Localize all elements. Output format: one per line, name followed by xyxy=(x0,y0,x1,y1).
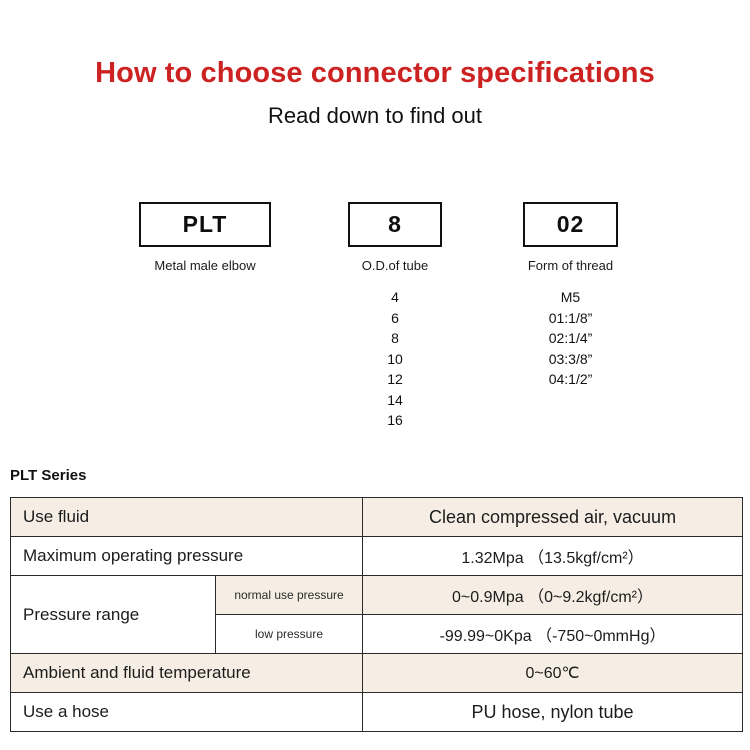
table-row: Pressure range normal use pressure 0~0.9… xyxy=(10,575,744,654)
spec-label: Use a hose xyxy=(9,692,364,732)
table-row: low pressure -99.99~0Kpa （-750~0mmHg） xyxy=(11,614,744,654)
code-option: 02:1/4” xyxy=(548,330,593,346)
code-group-tube: 8 O.D.of tube 4 6 8 10 12 14 16 xyxy=(348,202,442,431)
code-option: 03:3/8” xyxy=(548,350,593,367)
code-option: 04:1/2” xyxy=(548,371,593,387)
code-box-tube: 8 xyxy=(348,202,442,247)
table-row: Use a hose PU hose, nylon tube xyxy=(9,692,744,732)
spec-section-title: PLT Series xyxy=(10,467,87,484)
code-breakdown-diagram: PLT Metal male elbow 8 O.D.of tube 4 6 8… xyxy=(139,202,618,431)
spec-value: Clean compressed air, vacuum xyxy=(362,497,744,537)
code-option: 01:1/8” xyxy=(548,309,593,326)
code-box-thread: 02 xyxy=(523,202,618,247)
spec-sublabel: normal use pressure xyxy=(214,575,364,615)
spec-label: Pressure range xyxy=(10,575,216,654)
code-option: 10 xyxy=(387,350,403,367)
table-row: Maximum operating pressure 1.32Mpa （13.5… xyxy=(9,536,744,576)
spec-value: 0~0.9Mpa （0~9.2kgf/cm²） xyxy=(362,575,744,615)
code-caption-series: Metal male elbow xyxy=(154,258,256,273)
code-group-thread: 02 Form of thread M5 01:1/8” 02:1/4” 03:… xyxy=(523,202,618,390)
spec-label: Use fluid xyxy=(9,497,364,537)
code-option: 12 xyxy=(387,371,403,387)
code-caption-tube: O.D.of tube xyxy=(361,258,429,273)
table-row: Use fluid Clean compressed air, vacuum xyxy=(9,497,744,537)
spec-sublabel: low pressure xyxy=(214,614,364,654)
spec-value: PU hose, nylon tube xyxy=(362,692,744,732)
code-option: 4 xyxy=(391,289,399,305)
code-group-series: PLT Metal male elbow xyxy=(139,202,271,287)
spec-value: -99.99~0Kpa （-750~0mmHg） xyxy=(362,614,744,654)
code-option: 16 xyxy=(387,412,403,428)
page-title: How to choose connector specifications xyxy=(95,57,655,89)
code-option: 6 xyxy=(391,309,399,326)
code-option: 8 xyxy=(391,330,399,346)
code-option: M5 xyxy=(560,289,581,305)
specification-table: Use fluid Clean compressed air, vacuum M… xyxy=(9,497,744,732)
spec-label: Maximum operating pressure xyxy=(9,536,364,576)
page-subtitle: Read down to find out xyxy=(267,103,483,128)
code-options-tube: 4 6 8 10 12 14 16 xyxy=(348,287,442,431)
table-row: Ambient and fluid temperature 0~60℃ xyxy=(9,653,744,693)
code-box-series: PLT xyxy=(139,202,271,247)
code-option: 14 xyxy=(387,391,403,408)
code-caption-thread: Form of thread xyxy=(527,258,614,273)
spec-value: 1.32Mpa （13.5kgf/cm²） xyxy=(362,536,744,576)
spec-label: Ambient and fluid temperature xyxy=(9,653,364,693)
code-options-thread: M5 01:1/8” 02:1/4” 03:3/8” 04:1/2” xyxy=(523,287,618,390)
spec-value: 0~60℃ xyxy=(362,653,744,693)
